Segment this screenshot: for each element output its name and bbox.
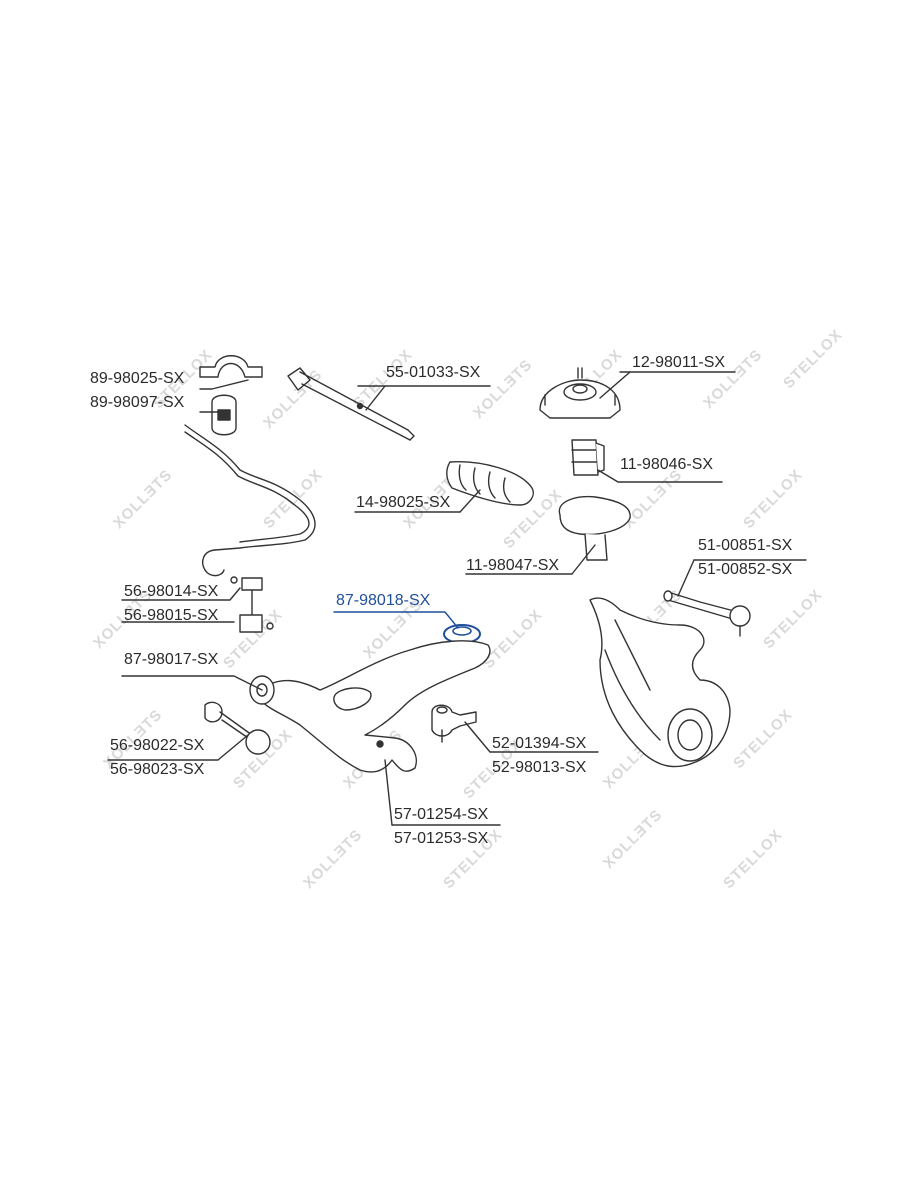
label-89-98097-sx: 89-98097-SX <box>90 394 185 411</box>
label-57-01254-sx: 57-01254-SX <box>394 806 489 823</box>
label-52-98013-sx: 52-98013-SX <box>492 759 587 776</box>
label-89-98025-sx: 89-98025-SX <box>90 370 185 387</box>
label-87-98017-sx: 87-98017-SX <box>124 651 219 668</box>
tie-rod-inner <box>287 367 311 391</box>
label-11-98047-sx: 11-98047-SX <box>466 557 560 574</box>
label-51-00851-sx: 51-00851-SX <box>698 537 793 554</box>
label-12-98011-sx: 12-98011-SX <box>632 354 726 371</box>
spring-seat <box>558 495 631 536</box>
label-56-98023-sx: 56-98023-SX <box>110 761 205 778</box>
label-56-98022-sx: 56-98022-SX <box>110 737 205 754</box>
label-57-01253-sx: 57-01253-SX <box>394 830 489 847</box>
stabilizer-link <box>241 577 263 591</box>
label-56-98014-sx: 56-98014-SX <box>124 583 219 600</box>
stabilizer-bar-end <box>202 549 225 577</box>
bushing-bracket <box>199 355 263 378</box>
steering-boot <box>446 461 534 506</box>
label-11-98046-sx: 11-98046-SX <box>620 456 714 473</box>
bump-stop <box>571 439 599 476</box>
lower-control-arm <box>259 640 491 773</box>
label-55-01033-sx: 55-01033-SX <box>386 364 481 381</box>
stabilizer-bar <box>184 424 316 551</box>
label-56-98015-sx: 56-98015-SX <box>124 607 219 624</box>
rear-arm-bushing <box>204 701 223 723</box>
label-51-00852-sx: 51-00852-SX <box>698 561 793 578</box>
label-52-01394-sx: 52-01394-SX <box>492 735 587 752</box>
label-87-98018-sx: 87-98018-SX <box>336 592 431 609</box>
stabilizer-bar-inner <box>184 431 310 543</box>
label-14-98025-sx: 14-98025-SX <box>356 494 451 511</box>
